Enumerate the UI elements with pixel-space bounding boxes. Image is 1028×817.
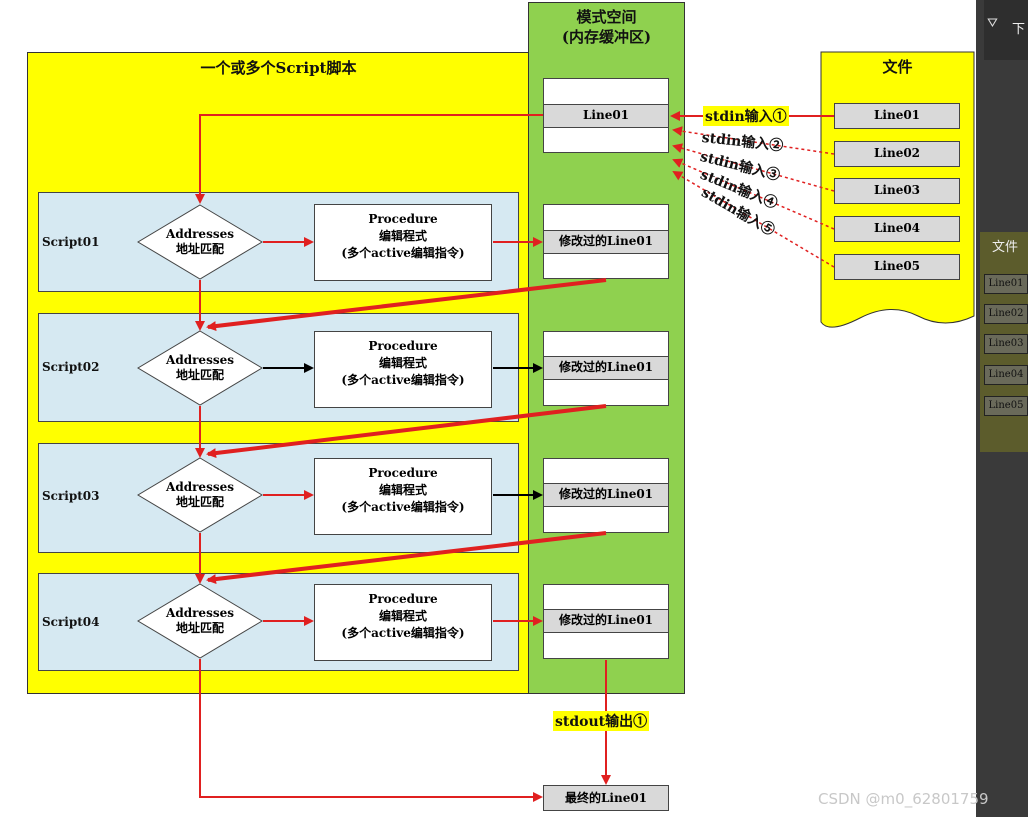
modified-line-cell-03: 修改过的Line01 [543, 483, 669, 507]
procedure-subtitle: 编辑程式 [378, 483, 427, 497]
procedure-note: (多个active编辑指令) [341, 246, 465, 260]
procedure-subtitle: 编辑程式 [378, 356, 427, 370]
address-label-01: Addresses 地址匹配 [150, 227, 250, 257]
address-label-line2: 地址匹配 [175, 495, 224, 509]
address-label-line1: Addresses [166, 480, 234, 494]
procedure-note: (多个active编辑指令) [341, 500, 465, 514]
procedure-box-04: Procedure 编辑程式 (多个active编辑指令) [314, 584, 492, 661]
file-line-01: Line01 [834, 103, 960, 129]
modified-line-cell-01: 修改过的Line01 [543, 230, 669, 254]
side-files-title: 文件 [992, 240, 1019, 255]
stdout-label: stdout输出① [553, 711, 650, 731]
pattern-space-subtitle: (内存缓冲区) [561, 28, 652, 46]
procedure-subtitle: 编辑程式 [378, 609, 427, 623]
address-label-line2: 地址匹配 [175, 621, 224, 635]
scripts-panel-title: 一个或多个Script脚本 [200, 59, 357, 77]
procedure-box-03: Procedure 编辑程式 (多个active编辑指令) [314, 458, 492, 535]
script-name-03: Script03 [42, 489, 100, 503]
file-line-05: Line05 [834, 254, 960, 280]
procedure-note: (多个active编辑指令) [341, 626, 465, 640]
procedure-subtitle: 编辑程式 [378, 229, 427, 243]
files-panel-title: 文件 [882, 58, 913, 76]
address-label-line2: 地址匹配 [175, 368, 224, 382]
file-line-02: Line02 [834, 141, 960, 167]
address-label-line1: Addresses [166, 227, 234, 241]
address-label-line1: Addresses [166, 606, 234, 620]
modified-line-cell-04: 修改过的Line01 [543, 609, 669, 633]
script-name-01: Script01 [42, 235, 100, 249]
stdin-label-1: stdin输入① [703, 106, 789, 126]
procedure-title: Procedure [368, 592, 438, 606]
procedure-note: (多个active编辑指令) [341, 373, 465, 387]
input-line-cell: Line01 [543, 104, 669, 128]
address-label-02: Addresses 地址匹配 [150, 353, 250, 383]
procedure-title: Procedure [368, 466, 438, 480]
procedure-title: Procedure [368, 339, 438, 353]
final-output-box: 最终的Line01 [543, 785, 669, 811]
procedure-title: Procedure [368, 212, 438, 226]
procedure-box-02: Procedure 编辑程式 (多个active编辑指令) [314, 331, 492, 408]
address-label-03: Addresses 地址匹配 [150, 480, 250, 510]
pattern-space-title: 模式空间 [576, 8, 637, 26]
file-line-03: Line03 [834, 178, 960, 204]
side-window-toolbar [984, 0, 1028, 60]
address-label-line2: 地址匹配 [175, 242, 224, 256]
procedure-box-01: Procedure 编辑程式 (多个active编辑指令) [314, 204, 492, 281]
address-label-line1: Addresses [166, 353, 234, 367]
script-name-02: Script02 [42, 360, 100, 374]
address-label-04: Addresses 地址匹配 [150, 606, 250, 636]
watermark: CSDN @m0_62801759 [818, 790, 989, 808]
modified-line-cell-02: 修改过的Line01 [543, 356, 669, 380]
script-name-04: Script04 [42, 615, 100, 629]
side-top-glyph: 下 [1012, 22, 1026, 37]
side-filter-icon[interactable]: ⛛ [987, 16, 998, 31]
file-line-04: Line04 [834, 216, 960, 242]
